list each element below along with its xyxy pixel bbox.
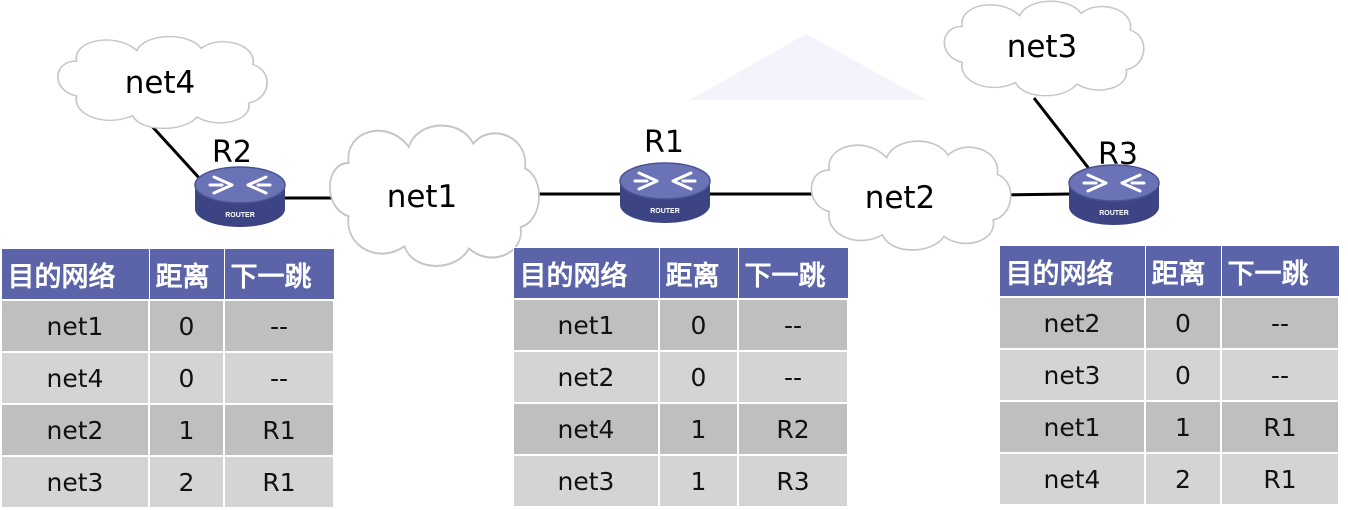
cloud-label-net4: net4 xyxy=(125,65,196,101)
link-net3-r3 xyxy=(1032,97,1092,171)
table-row: net3 1 R3 xyxy=(512,454,849,508)
routing-table-r1: 目的网络 距离 下一跳 net1 0 -- net2 0 -- net4 1 R… xyxy=(512,247,849,508)
cell-dest: net4 xyxy=(512,402,660,456)
cell-dist: 1 xyxy=(148,403,225,457)
table-row: net2 0 -- xyxy=(998,296,1340,350)
header-next: 下一跳 xyxy=(223,248,335,301)
cell-dist: 1 xyxy=(658,454,739,508)
table-row: net4 0 -- xyxy=(0,351,335,405)
cell-dist: 0 xyxy=(148,299,225,353)
cell-next: R2 xyxy=(737,402,849,456)
cloud-label-net1: net1 xyxy=(387,179,458,215)
cell-dest: net1 xyxy=(0,299,150,353)
cell-dest: net3 xyxy=(998,348,1146,402)
cell-next: R1 xyxy=(1220,452,1340,506)
header-dest: 目的网络 xyxy=(512,247,660,300)
cell-dist: 0 xyxy=(1144,296,1222,350)
router-r3: ROUTER xyxy=(1068,164,1160,225)
table-row: net3 0 -- xyxy=(998,348,1340,402)
router-arrows-icon xyxy=(633,171,697,191)
header-next: 下一跳 xyxy=(737,247,849,300)
table-header-row: 目的网络 距离 下一跳 xyxy=(512,247,849,300)
router-r2: ROUTER xyxy=(194,166,286,227)
table-header-row: 目的网络 距离 下一跳 xyxy=(998,245,1340,298)
cloud-label-net2: net2 xyxy=(865,180,936,216)
header-dest: 目的网络 xyxy=(0,248,150,301)
cell-next: -- xyxy=(1220,296,1340,350)
cell-next: R1 xyxy=(223,455,335,509)
router-r1: ROUTER xyxy=(619,162,711,223)
table-row: net2 0 -- xyxy=(512,350,849,404)
cell-next: -- xyxy=(1220,348,1340,402)
router-arrows-icon xyxy=(1082,173,1146,193)
router-r1-label: R1 xyxy=(644,125,684,160)
cell-next: -- xyxy=(223,299,335,353)
cell-next: -- xyxy=(737,350,849,404)
table-row: net1 1 R1 xyxy=(998,400,1340,454)
router-arrows-icon xyxy=(208,175,272,195)
table-row: net4 2 R1 xyxy=(998,452,1340,506)
cell-dest: net2 xyxy=(512,350,660,404)
router-r2-badge: ROUTER xyxy=(225,212,255,219)
cell-dist: 1 xyxy=(658,402,739,456)
cell-next: -- xyxy=(737,298,849,352)
cell-dist: 2 xyxy=(1144,452,1222,506)
cell-next: R1 xyxy=(223,403,335,457)
cell-dist: 0 xyxy=(658,298,739,352)
table-row: net1 0 -- xyxy=(0,299,335,353)
cell-dest: net4 xyxy=(998,452,1146,506)
table-row: net1 0 -- xyxy=(512,298,849,352)
header-dist: 距离 xyxy=(1144,245,1222,298)
cell-dest: net3 xyxy=(0,455,150,509)
cell-dist: 0 xyxy=(1144,348,1222,402)
cloud-label-net3: net3 xyxy=(1007,29,1078,65)
routing-table-r3: 目的网络 距离 下一跳 net2 0 -- net3 0 -- net1 1 R… xyxy=(998,245,1340,506)
routing-table-r2: 目的网络 距离 下一跳 net1 0 -- net4 0 -- net2 1 R… xyxy=(0,248,335,509)
router-r3-badge: ROUTER xyxy=(1099,210,1129,217)
cell-next: R3 xyxy=(737,454,849,508)
decorative-triangle xyxy=(690,34,926,100)
cell-dist: 2 xyxy=(148,455,225,509)
cell-next: -- xyxy=(223,351,335,405)
header-next: 下一跳 xyxy=(1220,245,1340,298)
cell-dist: 1 xyxy=(1144,400,1222,454)
cell-dest: net1 xyxy=(998,400,1146,454)
cell-dest: net2 xyxy=(0,403,150,457)
cell-dest: net4 xyxy=(0,351,150,405)
header-dist: 距离 xyxy=(658,247,739,300)
table-row: net3 2 R1 xyxy=(0,455,335,509)
cell-dest: net2 xyxy=(998,296,1146,350)
table-row: net4 1 R2 xyxy=(512,402,849,456)
router-r2-label: R2 xyxy=(212,135,252,170)
router-r3-label: R3 xyxy=(1098,137,1138,172)
table-header-row: 目的网络 距离 下一跳 xyxy=(0,248,335,301)
link-net4-r2 xyxy=(147,121,203,182)
header-dest: 目的网络 xyxy=(998,245,1146,298)
router-r1-badge: ROUTER xyxy=(650,208,680,215)
cell-next: R1 xyxy=(1220,400,1340,454)
table-row: net2 1 R1 xyxy=(0,403,335,457)
cell-dist: 0 xyxy=(148,351,225,405)
cell-dest: net1 xyxy=(512,298,660,352)
header-dist: 距离 xyxy=(148,248,225,301)
cell-dist: 0 xyxy=(658,350,739,404)
cell-dest: net3 xyxy=(512,454,660,508)
